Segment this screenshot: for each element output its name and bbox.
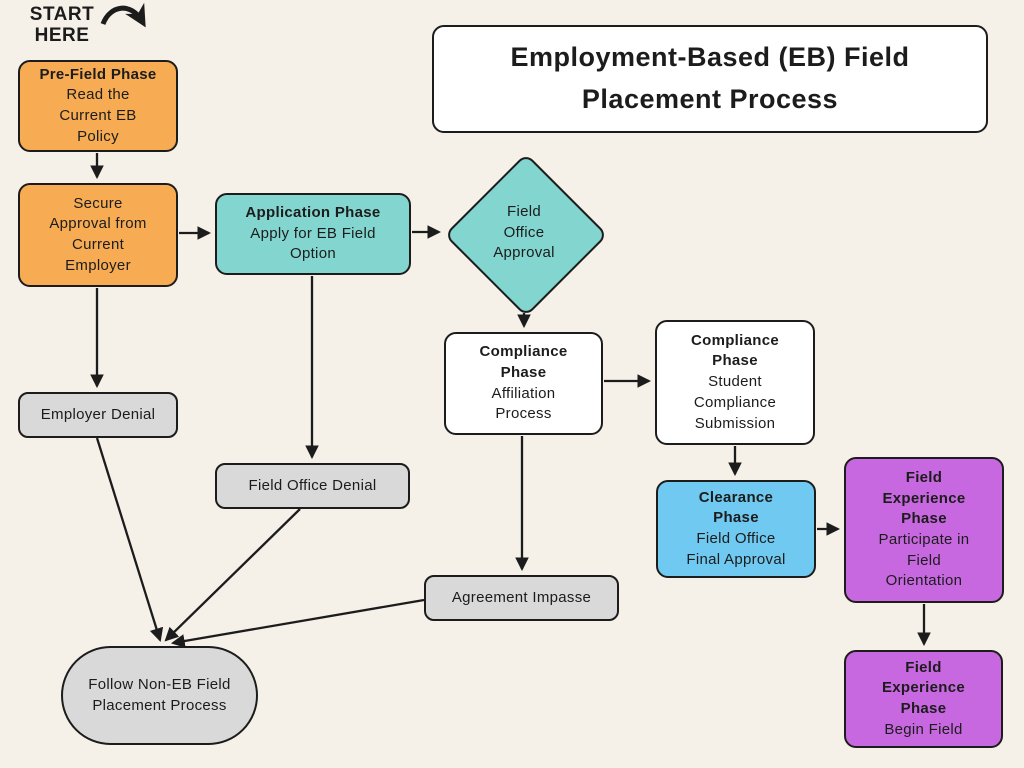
node-title: Clearance Phase [698,488,774,527]
node-body: Follow Non-EB Field Placement Process [88,675,231,714]
node-body: Field Office Approval [493,202,555,262]
node-body: Secure Approval from Current Employer [49,194,147,274]
node-application-phase: Application Phase Apply for EB Field Opt… [215,193,411,275]
node-title: Compliance Phase [690,331,780,370]
start-curved-arrow [100,2,146,28]
node-title: Pre-Field Phase [39,65,157,83]
node-body: Affiliation Process [491,384,556,423]
node-title: Compliance Phase [479,343,568,381]
node-field-office-approval-decision: Field Office Approval [443,152,609,318]
node-title: Field Experience Phase [882,468,966,528]
node-field-office-denial: Field Office Denial [215,463,410,509]
connector-employerdenial-noneb [95,437,164,642]
node-body: Employer Denial [40,405,156,423]
node-compliance-student-submission: Compliance Phase Student Compliance Subm… [655,320,815,445]
node-employer-denial: Employer Denial [18,392,178,438]
node-follow-non-eb-process: Follow Non-EB Field Placement Process [61,646,258,745]
diagram-title: Employment-Based (EB) Field Placement Pr… [432,25,988,133]
node-body: Field Office Denial [248,476,377,494]
node-body: Apply for EB Field Option [250,224,376,263]
node-title: Application Phase [245,203,381,221]
node-body: Begin Field [884,720,963,738]
node-body: Participate in Field Orientation [878,531,970,590]
node-body: Read the Current EB Policy [59,86,137,145]
node-clearance-phase: Clearance Phase Field Office Final Appro… [656,480,816,578]
node-title: Field Experience Phase [881,658,966,717]
node-field-experience-begin: Field Experience Phase Begin Field [844,650,1003,748]
connector-fielddenial-noneb [164,508,301,642]
node-field-experience-orientation: Field Experience Phase Participate in Fi… [844,457,1004,603]
node-body: Field Office Final Approval [686,530,786,568]
node-pre-field-phase: Pre-Field Phase Read the Current EB Poli… [18,60,178,152]
node-secure-approval: Secure Approval from Current Employer [18,183,178,287]
node-agreement-impasse: Agreement Impasse [424,575,619,621]
node-compliance-affiliation: Compliance Phase Affiliation Process [444,332,603,435]
node-body: Agreement Impasse [451,588,592,606]
start-here-label: START HERE [29,4,95,47]
node-body: Student Compliance Submission [693,373,777,432]
connector-impasse-noneb [170,598,425,648]
